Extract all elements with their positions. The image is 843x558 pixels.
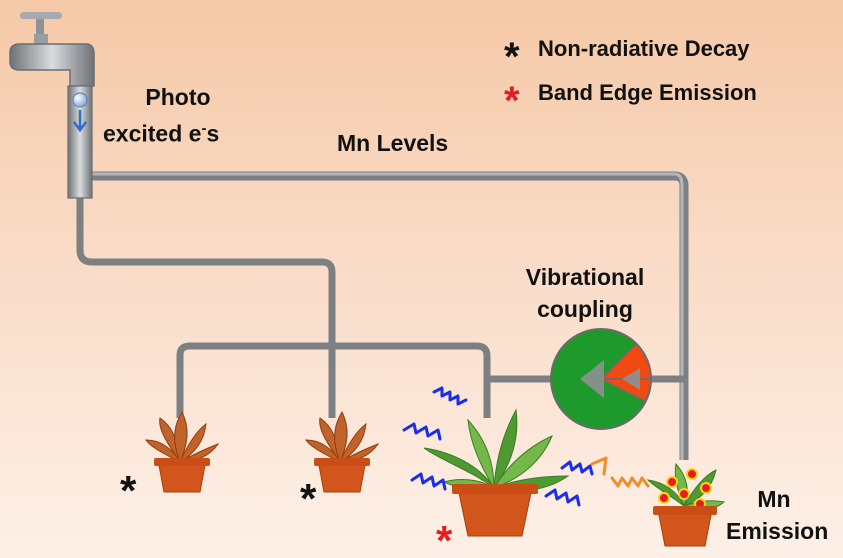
- squiggle-4: [544, 488, 581, 507]
- plant-pot-1: [145, 410, 220, 493]
- pipe-main-down: [76, 195, 336, 345]
- photo-label-line2: excited e-s: [103, 114, 219, 149]
- mn-levels-label: Mn Levels: [337, 130, 449, 156]
- squiggle-2: [402, 422, 442, 441]
- photo-label-sup: -: [201, 120, 207, 137]
- legend-label-band-edge: Band Edge Emission: [538, 80, 757, 105]
- vibrational-coupling-pie: [550, 328, 652, 430]
- vibrational-label-line1: Vibrational: [525, 264, 645, 290]
- plant-pot-3: [423, 408, 570, 537]
- photo-label-suffix: s: [206, 120, 220, 147]
- legend-star-black-icon: *: [504, 35, 520, 79]
- vibrational-label-line2: coupling: [537, 296, 633, 322]
- squiggle-3: [410, 472, 447, 491]
- emission-squiggle: [590, 456, 650, 488]
- pipe-network: [76, 171, 689, 460]
- vibration-squiggles: [402, 386, 594, 507]
- pot-2-star-icon: *: [300, 475, 317, 522]
- pot-1-star-icon: *: [120, 467, 137, 514]
- legend-item-band-edge: * Band Edge Emission: [504, 78, 757, 121]
- legend-item-nonradiative: * Non-radiative Decay: [504, 34, 750, 77]
- legend-star-red-icon: *: [504, 79, 520, 123]
- squiggle-5: [560, 460, 594, 476]
- electron-drop: [72, 92, 88, 108]
- mn-emission-label-line2: Emission: [726, 518, 829, 544]
- drop-arrow-icon: [73, 110, 87, 133]
- plant-pot-4: [646, 462, 726, 547]
- pipe-mn-levels-highlight: [86, 172, 684, 460]
- mn-emission-label-line1: Mn: [757, 486, 791, 512]
- photo-label-prefix: excited e: [103, 120, 202, 147]
- pot-3-star-icon: *: [436, 517, 453, 558]
- photo-label-line1: Photo: [145, 84, 211, 110]
- plant-pot-2: [305, 410, 380, 493]
- legend-label-nonradiative: Non-radiative Decay: [538, 36, 750, 61]
- squiggle-1: [432, 386, 468, 406]
- faucet-icon: [9, 12, 95, 199]
